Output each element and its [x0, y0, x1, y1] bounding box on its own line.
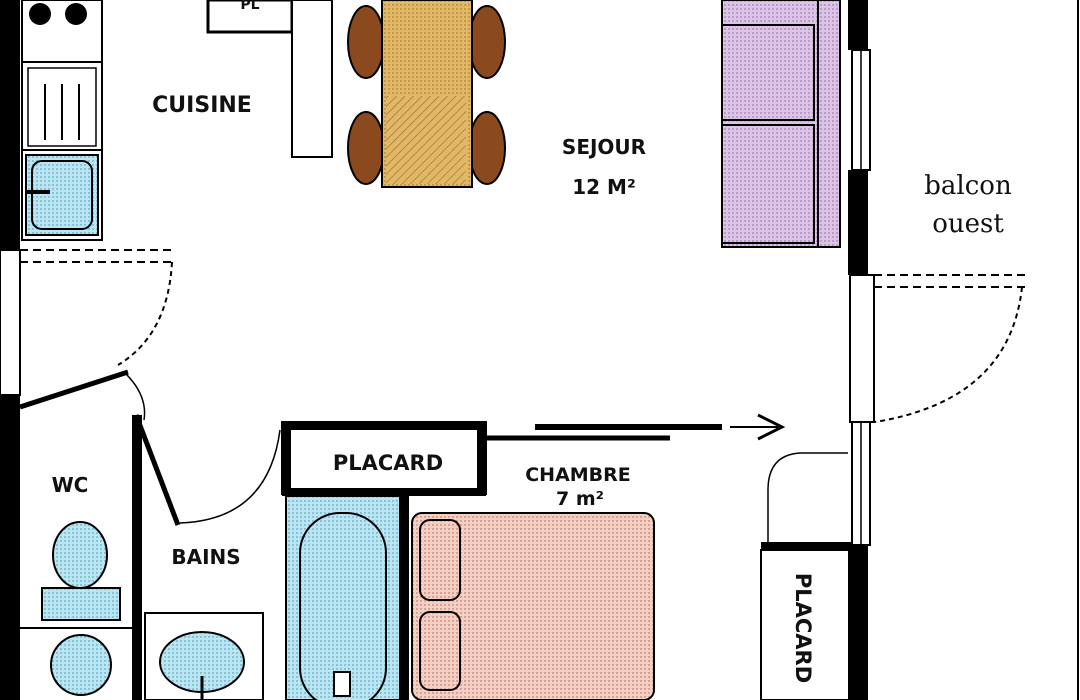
windows: [849, 0, 1079, 700]
balcony: balcon ouest: [924, 171, 1012, 239]
bathroom-wall: [132, 415, 142, 700]
left-wall-lower: [0, 395, 20, 700]
sejour-area: 12 M²: [572, 175, 635, 199]
wc-door-leaf: [133, 414, 181, 526]
chair-icon: [347, 111, 385, 185]
wc: WC: [20, 473, 132, 696]
dining-set: [347, 0, 506, 188]
bath-wall: [400, 496, 409, 700]
balcon-direction: ouest: [932, 209, 1004, 239]
wc-label: WC: [52, 473, 89, 497]
chair-icon: [347, 5, 385, 79]
doors: [0, 249, 1025, 542]
bedroom-closet-wall: [761, 542, 851, 550]
wc-washbasin: [50, 634, 112, 696]
balcon-label: balcon: [924, 171, 1012, 201]
closet-door-arc: [767, 452, 848, 542]
sofa-cushion: [721, 124, 815, 244]
bathtub-basin: [299, 512, 387, 700]
placard-label: PLACARD: [333, 451, 443, 475]
closet-top: PLACARD: [281, 421, 487, 496]
wc-door-arc: [123, 371, 146, 421]
kitchen: PL CUISINE: [21, 0, 333, 241]
chambre-label: CHAMBRE: [525, 464, 631, 486]
right-wall-middle: [848, 170, 868, 275]
entry-door-leaf: [0, 249, 21, 396]
kitchen-bar: [291, 0, 333, 158]
toilet-bowl: [52, 521, 108, 589]
balcony-door-frame: [849, 274, 875, 423]
chambre-area: 7 m²: [556, 488, 604, 510]
bathroom: BAINS: [144, 495, 409, 700]
sofa-cushion: [721, 24, 815, 121]
walls: [0, 0, 868, 700]
stove-burner-icon: [65, 3, 87, 25]
entry-door-arc: [117, 261, 173, 366]
right-wall-top: [848, 0, 868, 50]
placard-box: [281, 421, 487, 495]
cuisine-label: CUISINE: [152, 93, 252, 118]
fridge-label: PL: [240, 0, 259, 13]
bath-drain-icon: [333, 671, 351, 697]
pillow: [419, 611, 461, 691]
chair-icon: [468, 111, 506, 185]
chair-icon: [468, 5, 506, 79]
sejour-label: SEJOUR: [562, 135, 646, 159]
balcony-door-arc: [874, 286, 1023, 423]
left-wall-upper: [0, 0, 20, 250]
pillow: [419, 519, 461, 601]
side-placard-box: [760, 549, 850, 700]
table-runner: [386, 96, 466, 184]
direction-arrow-icon: [757, 413, 786, 441]
wc-wall: [19, 369, 129, 410]
bath-door-arc: [179, 429, 281, 524]
bedroom: CHAMBRE 7 m²: [411, 464, 655, 700]
closet-side: PLACARD: [760, 549, 850, 700]
stove-burner-icon: [29, 3, 51, 25]
toilet-tank: [41, 587, 121, 621]
side-placard-label: PLACARD: [791, 573, 815, 683]
living-room: SEJOUR 12 M²: [535, 0, 841, 441]
right-wall-bottom: [848, 545, 868, 700]
bains-label: BAINS: [171, 545, 240, 569]
bed: [411, 512, 655, 700]
